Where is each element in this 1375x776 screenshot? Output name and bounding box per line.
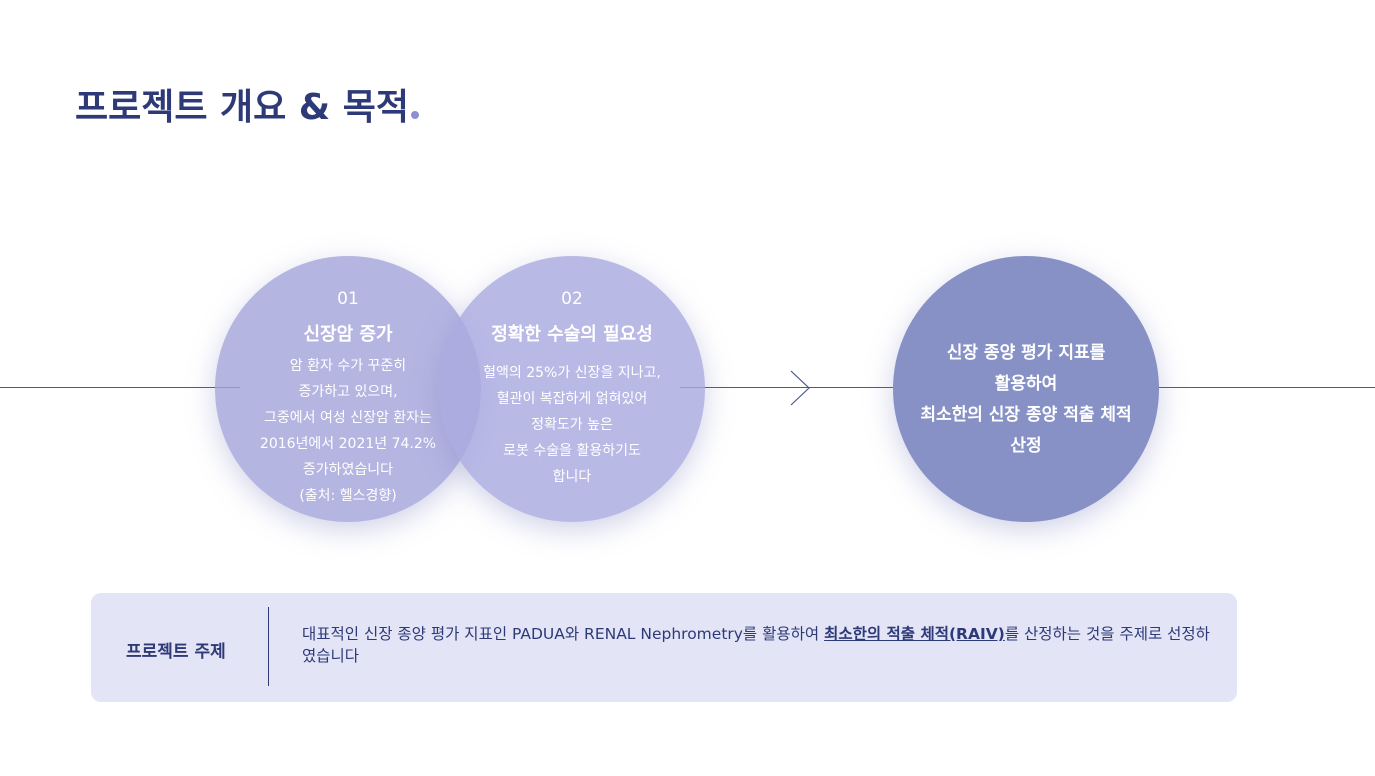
circle-heading: 신장암 증가 — [303, 324, 393, 345]
page-title: 프로젝트 개요 & 목적 — [75, 78, 419, 130]
circle-body-line: 로봇 수술을 활용하기도 — [503, 443, 641, 459]
timeline-line-middle — [680, 387, 920, 388]
circle-number: 01 — [337, 289, 359, 309]
circle-body-line: 합니다 — [552, 469, 592, 485]
project-theme-emphasis: 최소한의 적출 체적(RAIV) — [824, 625, 1005, 643]
circle-goal-line: 산정 — [1010, 436, 1042, 456]
circle-heading: 정확한 수술의 필요성 — [491, 324, 653, 345]
circle-body-line: 증가하고 있으며, — [298, 384, 398, 400]
circle-precise-surgery-need: 02 정확한 수술의 필요성 혈액의 25%가 신장을 지나고, 혈관이 복잡하… — [439, 256, 705, 522]
project-theme-text: 대표적인 신장 종양 평가 지표인 PADUA와 RENAL Nephromet… — [302, 623, 1212, 667]
title-accent-dot — [410, 111, 419, 119]
circle-body-line: (출처: 헬스경향) — [299, 488, 397, 504]
circle-body-line: 혈액의 25%가 신장을 지나고, — [483, 365, 661, 381]
circle-body: 혈액의 25%가 신장을 지나고, 혈관이 복잡하게 얽혀있어 정확도가 높은 … — [459, 360, 685, 490]
page-title-text: 프로젝트 개요 & 목적 — [75, 87, 409, 128]
circle-kidney-cancer-increase: 01 신장암 증가 암 환자 수가 꾸준히 증가하고 있으며, 그중에서 여성 … — [215, 256, 481, 522]
project-theme-label: 프로젝트 주제 — [126, 642, 226, 662]
circle-goal-line: 활용하여 — [994, 374, 1058, 394]
circle-body-line: 2016년에서 2021년 74.2% — [259, 436, 437, 452]
circle-project-goal: 신장 종양 평가 지표를 활용하여 최소한의 신장 종양 적출 체적 산정 — [893, 256, 1159, 522]
timeline-line-right — [1135, 387, 1375, 388]
circle-body-line: 증가하였습니다 — [302, 462, 394, 478]
circle-goal-line: 최소한의 신장 종양 적출 체적 — [920, 405, 1132, 425]
circle-body-line: 혈관이 복잡하게 얽혀있어 — [496, 391, 648, 407]
chevron-right-icon — [790, 370, 810, 406]
circle-goal-line: 신장 종양 평가 지표를 — [946, 343, 1106, 363]
project-theme-text-start: 대표적인 신장 종양 평가 지표인 PADUA와 RENAL Nephromet… — [302, 625, 825, 643]
circle-goal-text: 신장 종양 평가 지표를 활용하여 최소한의 신장 종양 적출 체적 산정 — [893, 338, 1159, 462]
circle-body: 암 환자 수가 꾸준히 증가하고 있으며, 그중에서 여성 신장암 환자는 20… — [235, 353, 461, 509]
circle-body-line: 그중에서 여성 신장암 환자는 — [264, 410, 432, 426]
project-theme-divider — [268, 607, 269, 686]
circle-number: 02 — [561, 289, 583, 309]
circle-body-line: 암 환자 수가 꾸준히 — [289, 358, 407, 374]
circle-body-line: 정확도가 높은 — [531, 417, 613, 433]
project-theme-box: 프로젝트 주제 대표적인 신장 종양 평가 지표인 PADUA와 RENAL N… — [91, 593, 1237, 702]
project-theme-text-end: 를 산정하는 것을 주제로 선정하였습니다 — [302, 625, 1210, 665]
timeline-line-left — [0, 387, 240, 388]
